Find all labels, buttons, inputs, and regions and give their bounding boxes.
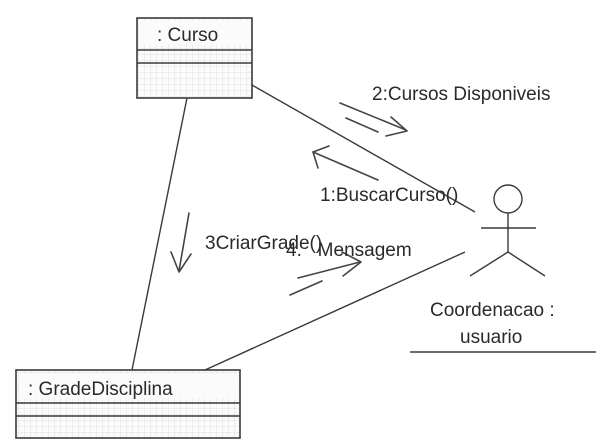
actor-name-line1: Coordenacao : (430, 300, 555, 321)
message-1-label: 1:BuscarCurso() (320, 185, 458, 206)
actor-coordenacao[interactable]: Coordenacao : usuario (410, 184, 596, 353)
link-curso-grade (131, 97, 188, 371)
link-curso-coordenacao (251, 84, 476, 213)
curso-object[interactable]: : Curso (136, 17, 253, 99)
stick-figure-icon (469, 184, 546, 277)
actor-name-line2: usuario (460, 327, 522, 348)
message-arrow-4 (289, 251, 362, 296)
message-arrow-3 (170, 212, 192, 273)
message-arrow-2 (339, 102, 408, 137)
message-2-label: 2:Cursos Disponiveis (372, 84, 550, 105)
message-4-label: 4. Mensagem (286, 240, 412, 261)
grade-disciplina-object[interactable]: : GradeDisciplina (15, 369, 241, 439)
grade-disciplina-object-label: : GradeDisciplina (28, 379, 173, 400)
message-arrow-1 (312, 145, 379, 181)
message-3-label: 3CriarGrade() (205, 233, 322, 254)
link-grade-coordenacao (204, 251, 466, 371)
curso-object-label: : Curso (157, 25, 218, 46)
